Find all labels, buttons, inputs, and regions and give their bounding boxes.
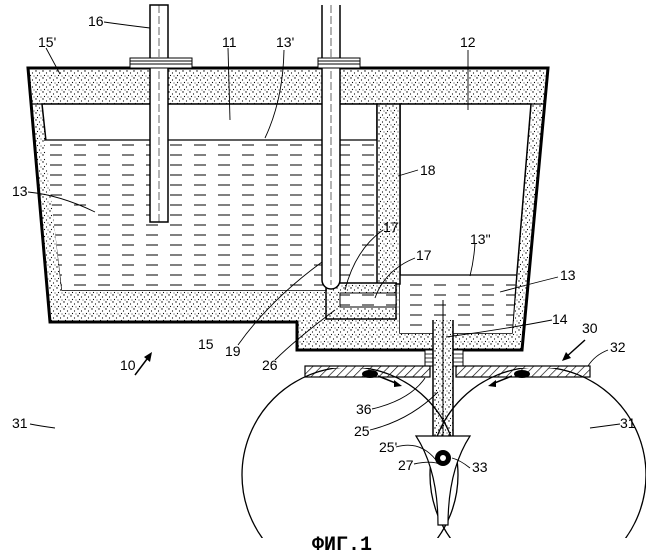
label-32: 32 <box>610 339 626 355</box>
label-17: 17 <box>416 247 432 263</box>
figure-caption: ФИГ.1 <box>312 534 372 556</box>
stopper-rod-19 <box>322 5 340 289</box>
label-13-right: 13 <box>560 267 576 283</box>
label-13-prime: 13' <box>276 34 294 50</box>
label-14: 14 <box>552 311 568 327</box>
partition-wall-18 <box>377 104 400 284</box>
label-18: 18 <box>420 162 436 178</box>
label-26: 26 <box>262 357 278 373</box>
label-30: 30 <box>582 320 598 336</box>
label-31-right: 31 <box>620 415 636 431</box>
label-13-left: 13 <box>12 183 28 199</box>
label-12: 12 <box>460 34 476 50</box>
label-13-double-prime: 13" <box>470 231 491 247</box>
label-33: 33 <box>472 459 488 475</box>
label-25-prime: 25' <box>379 439 397 455</box>
label-25: 25 <box>354 423 370 439</box>
label-17-prime: 17' <box>383 219 401 235</box>
label-27: 27 <box>398 457 414 473</box>
label-10: 10 <box>120 357 136 373</box>
label-19: 19 <box>225 343 241 359</box>
label-31-left: 31 <box>12 415 28 431</box>
pipe-16 <box>150 5 168 222</box>
label-16: 16 <box>88 13 104 29</box>
label-11: 11 <box>222 34 237 50</box>
channel-17 <box>340 293 396 307</box>
label-15-prime: 15' <box>38 34 56 50</box>
label-15: 15 <box>198 336 214 352</box>
label-36: 36 <box>356 401 372 417</box>
